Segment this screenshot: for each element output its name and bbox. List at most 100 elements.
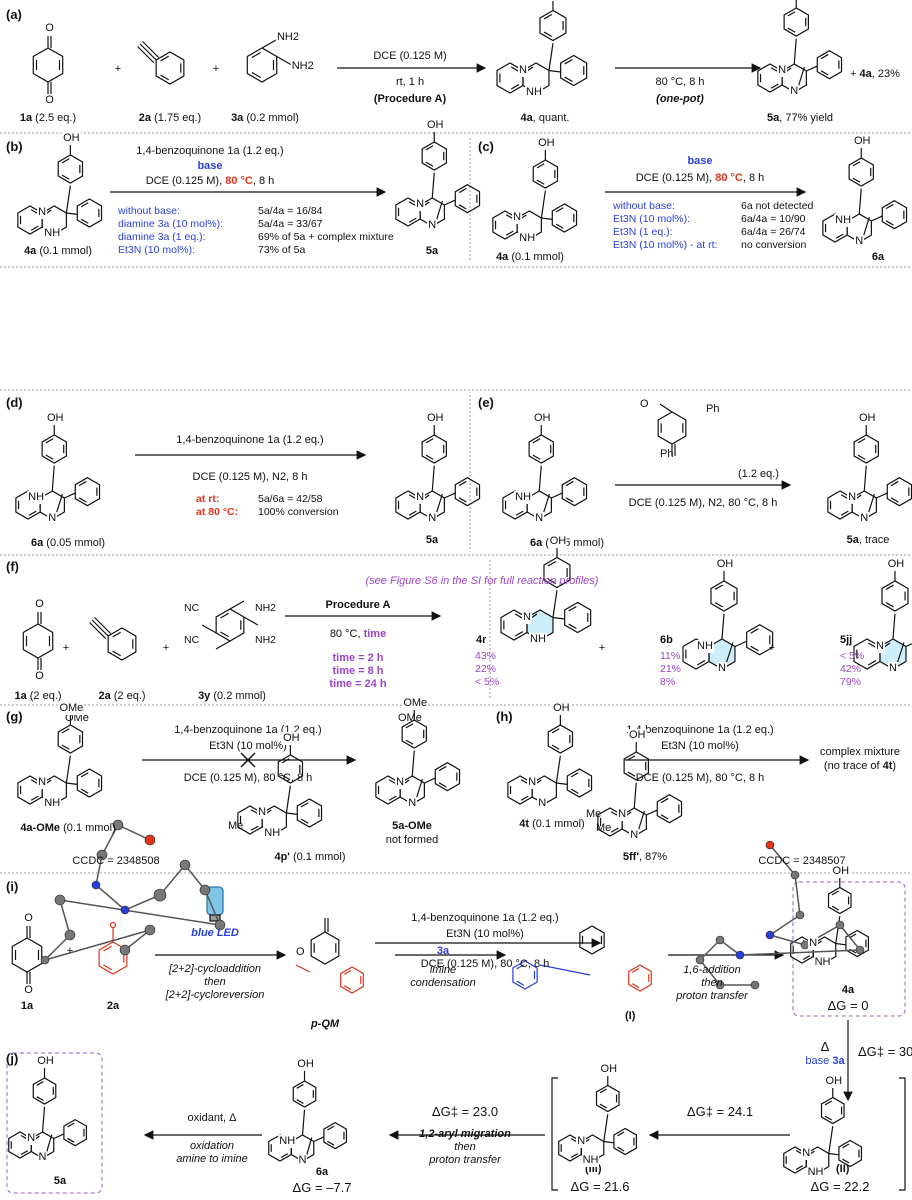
atom-label: N — [297, 1154, 308, 1167]
bond — [510, 66, 520, 72]
ortep-bond — [184, 864, 206, 891]
value-line: time = 2 h — [332, 652, 384, 664]
f-reactant-1a: 1a (2 eq.) — [14, 690, 62, 702]
bond — [458, 187, 467, 194]
i-ccdc-1: CCDC = 2348508 — [72, 855, 160, 867]
g-cond-solvent: DCE (0.125 M), 80 °C, 8 h — [183, 772, 313, 784]
atom-label: N — [534, 512, 545, 525]
atom-label: N — [789, 85, 800, 98]
bond — [261, 39, 277, 49]
bond — [548, 69, 561, 73]
ortep-atom — [855, 945, 865, 955]
f-plus-1: + — [62, 642, 70, 654]
atom-label: NH — [696, 639, 714, 653]
result-row: diamine 3a (10 mol%):5a/4a = 33/67 — [118, 218, 394, 231]
ring — [528, 434, 554, 464]
c-product-6a: 6a — [871, 251, 885, 263]
j-4a-dg: ΔG = 0 — [827, 998, 869, 1013]
value-line: 43% — [475, 650, 497, 662]
result-condition: without base: — [613, 200, 675, 212]
atom-label: O — [44, 22, 55, 35]
ring — [551, 203, 578, 233]
bond — [617, 1131, 625, 1137]
cross-mark — [240, 752, 256, 768]
c-cond-solvent: DCE (0.125 M), 80 °C, 8 h — [635, 172, 765, 184]
ortep-bond — [699, 939, 721, 961]
value-line: 8% — [660, 676, 676, 688]
ortep-atom — [120, 905, 130, 915]
bond — [36, 1096, 44, 1102]
a-product-4a: 4a, quant. — [520, 112, 570, 124]
bond — [103, 964, 113, 971]
ring — [292, 1080, 317, 1108]
g-cond-base: Et3N (10 mol%) — [209, 740, 287, 752]
ring — [421, 141, 447, 171]
j-2a: 2a — [106, 1000, 120, 1012]
ortep-atom — [40, 955, 50, 965]
bond — [659, 403, 673, 413]
h-cond-reagent: 1,4-benzoquinone 1a (1.2 eq.) — [626, 724, 774, 736]
ring — [547, 724, 574, 754]
result-condition: at 80 °C: — [196, 506, 239, 518]
bond — [532, 454, 541, 460]
ring — [323, 1121, 348, 1150]
bond — [431, 465, 435, 492]
bond — [603, 1140, 614, 1144]
j-step1-b: then — [204, 976, 226, 988]
j-step2-a: imine — [429, 964, 457, 976]
ring — [76, 198, 103, 228]
ring — [783, 7, 809, 37]
ring — [296, 798, 323, 828]
i-cond-solvent: DCE (0.125 M), 80 °C, 8 h — [420, 958, 550, 970]
bond — [828, 1126, 834, 1154]
ring — [595, 1084, 620, 1113]
bond — [599, 1088, 608, 1094]
bond — [458, 204, 467, 210]
panel-label-b: (b) — [6, 139, 23, 154]
bond — [30, 779, 39, 785]
ring — [539, 9, 567, 42]
ring — [543, 556, 571, 589]
atom-label: N — [47, 512, 58, 525]
ortep-bond — [699, 959, 721, 986]
ortep-atom — [750, 980, 760, 990]
atom-label: NH2 — [275, 31, 301, 44]
a-cond-temp: rt, 1 h — [395, 76, 425, 88]
atom-label: OH — [62, 132, 81, 145]
bond — [555, 755, 561, 784]
ring — [628, 964, 652, 992]
bond — [905, 643, 912, 648]
atom-label: N — [407, 797, 418, 810]
f-procedure-a: Procedure A — [325, 599, 391, 611]
bond — [296, 1083, 304, 1089]
ring — [74, 477, 101, 507]
atom-label: NH — [43, 797, 62, 810]
bond — [858, 188, 862, 215]
result-value: 5a/4a = 16/84 — [258, 205, 323, 217]
atom-label: N — [427, 219, 438, 232]
bond — [281, 774, 290, 780]
bond — [787, 27, 796, 33]
f-nh2-2: NH2 — [255, 634, 277, 646]
bond — [408, 510, 417, 516]
bond — [547, 560, 557, 567]
atom-label: NH — [806, 1166, 825, 1179]
ring — [32, 47, 64, 83]
atom-label: OMe — [58, 702, 85, 715]
f-values-5jj: < 5%42%79% — [840, 650, 864, 689]
bond — [863, 465, 867, 492]
bond — [425, 454, 434, 460]
highlight — [880, 639, 906, 669]
b-cond-solvent: DCE (0.125 M), 80 °C, 8 h — [145, 175, 275, 187]
ortep-atom — [835, 920, 845, 930]
bond — [251, 52, 261, 59]
atom-label: N — [537, 797, 548, 810]
ring — [623, 751, 649, 781]
ortep-atom — [715, 980, 725, 990]
i-cond-reagent: 1,4-benzoquinone 1a (1.2 eq.) — [411, 912, 559, 924]
ortep-atom — [179, 859, 191, 871]
bond — [444, 199, 456, 206]
bond — [770, 67, 779, 73]
